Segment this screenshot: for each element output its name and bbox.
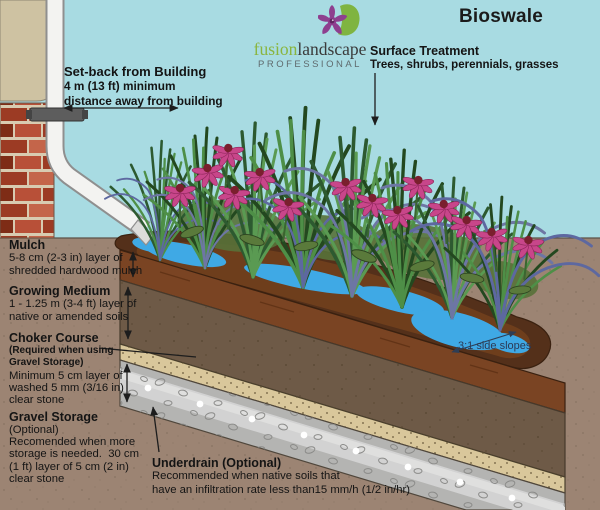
cross-section-layers xyxy=(119,249,566,510)
swale-planting xyxy=(104,105,600,339)
flower-leaf-icon xyxy=(318,4,360,36)
page-title: Bioswale xyxy=(459,6,543,27)
label-side-slopes: 3:1 side slopes xyxy=(458,340,532,352)
annotation-arrows xyxy=(63,73,517,453)
label-mulch: Mulch 5-8 cm (2-3 in) layer of shredded … xyxy=(9,238,143,277)
downspout-pipe xyxy=(26,0,154,246)
label-underdrain: Underdrain (Optional) Recommended when n… xyxy=(152,456,411,496)
side-slope-arrow xyxy=(451,330,517,354)
label-surface-treatment: Surface Treatment Trees, shrubs, perenni… xyxy=(370,44,559,71)
brand-subtitle: PROFESSIONAL xyxy=(258,59,362,70)
choker-leader-line xyxy=(98,347,197,358)
building-wall xyxy=(0,0,56,239)
gravel-storage-layer xyxy=(119,359,566,510)
brand-name: fusionlandscape xyxy=(253,39,367,59)
underdrain-arrow xyxy=(150,406,160,453)
label-growing-medium: Growing Medium 1 - 1.25 m (3-4 ft) layer… xyxy=(9,284,137,323)
brand-logo: fusionlandscape PROFESSIONAL xyxy=(240,2,380,70)
perforation-dots xyxy=(144,384,516,502)
label-choker-course: Choker Course (Required when using Grave… xyxy=(9,331,124,407)
pipe-bracket xyxy=(26,107,88,122)
label-setback: Set-back from Building 4 m (13 ft) minim… xyxy=(64,64,223,108)
label-gravel-storage: Gravel Storage (Optional) Recomended whe… xyxy=(9,410,139,485)
brick-wall xyxy=(0,102,55,239)
